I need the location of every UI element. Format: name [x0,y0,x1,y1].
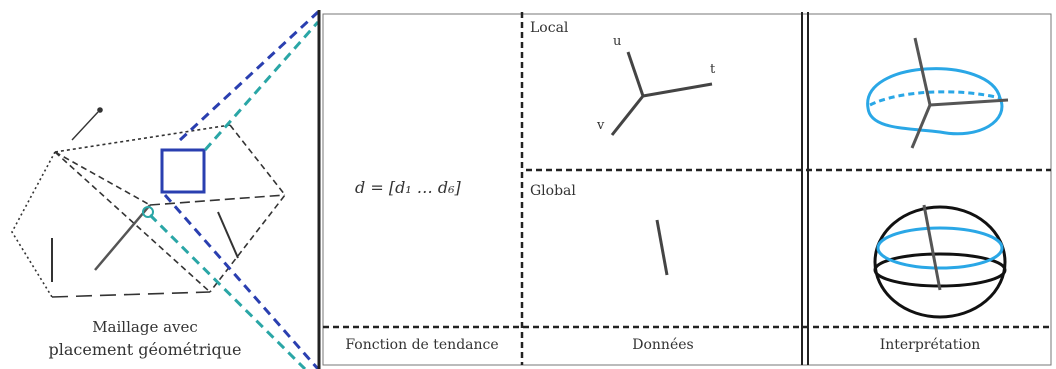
local-axis-t-label: t [710,62,716,77]
global-sphere [873,204,1007,319]
local-ellipsoid-axis-1 [913,37,932,106]
mesh-figure [11,107,287,298]
mesh-diagonal-2 [54,151,151,206]
local-axis-d [610,95,645,136]
global-axis [655,219,669,276]
selection-point [142,206,154,218]
local-axis-v-label: v [597,118,605,133]
local-ellipsoid-outline [866,67,1004,136]
local-axes [610,51,713,136]
mesh-outline-left [11,151,56,298]
local-axis-u [626,51,645,97]
local-axis-t [642,82,713,98]
zoom-line-teal-top [203,21,320,151]
left-caption-line2: placement géométrique [48,340,242,359]
global-label: Global [530,183,576,199]
zoom-line-blue-bottom [163,194,320,369]
local-ellipsoid [866,37,1009,149]
footer-col3: Interprétation [879,337,981,353]
left-caption-line1: Maillage avec [92,318,198,336]
local-axis-u-label: u [613,34,622,49]
mesh-top-point [97,107,103,113]
global-sphere-outline [873,205,1007,319]
mesh-right-edges [209,124,287,293]
selection-box [160,148,206,194]
mesh-top-arrow [71,111,99,141]
formula: d = [d₁ … d₆] [355,178,461,197]
global-blue-ellipse [876,226,1004,270]
global-sphere-equator [873,252,1007,288]
zoom-line-teal-bottom [148,213,307,369]
global-sphere-axis [922,204,942,291]
mesh-middle-edge [149,194,286,206]
mesh-inner-stroke-3 [217,211,239,259]
zoom-line-blue-top [178,10,320,142]
local-ellipsoid-equator [869,90,1001,107]
mesh-diagonal-1 [54,151,211,293]
footer-col2: Données [632,337,694,353]
mesh-inner-stroke-2 [94,204,151,271]
local-label: Local [530,20,569,36]
grid-frame [317,10,1052,369]
local-ellipsoid-axis-2 [929,98,1009,107]
footer-col1: Fonction de tendance [345,337,499,353]
frame-outer [322,13,1052,366]
local-ellipsoid-axis-3 [910,104,932,149]
mesh-edge-bottom [51,291,211,298]
